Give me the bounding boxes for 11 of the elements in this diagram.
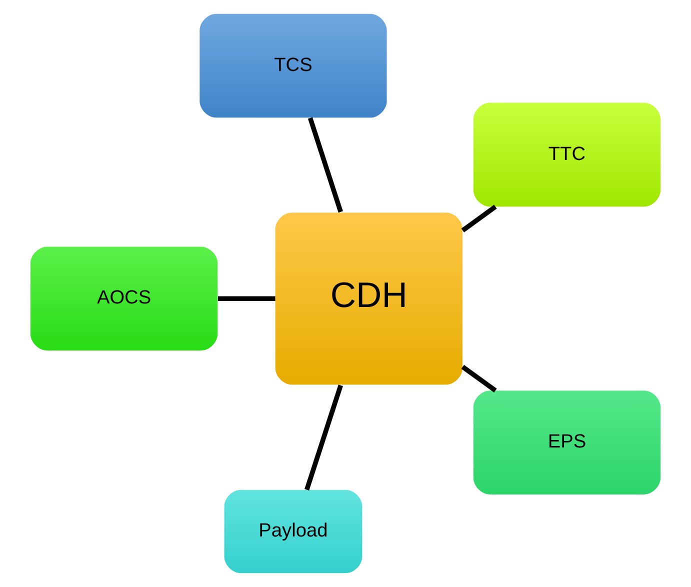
node-box: AOCS [30, 246, 218, 351]
connector [308, 117, 343, 213]
node-box: TCS [200, 14, 387, 118]
connector [461, 204, 497, 232]
node-box: CDH [275, 212, 462, 385]
node-box: Payload [224, 490, 362, 574]
node-box: TTC [473, 102, 661, 207]
node-box: EPS [473, 390, 661, 494]
connector [461, 364, 497, 392]
connector [218, 296, 276, 302]
connector [304, 384, 343, 490]
